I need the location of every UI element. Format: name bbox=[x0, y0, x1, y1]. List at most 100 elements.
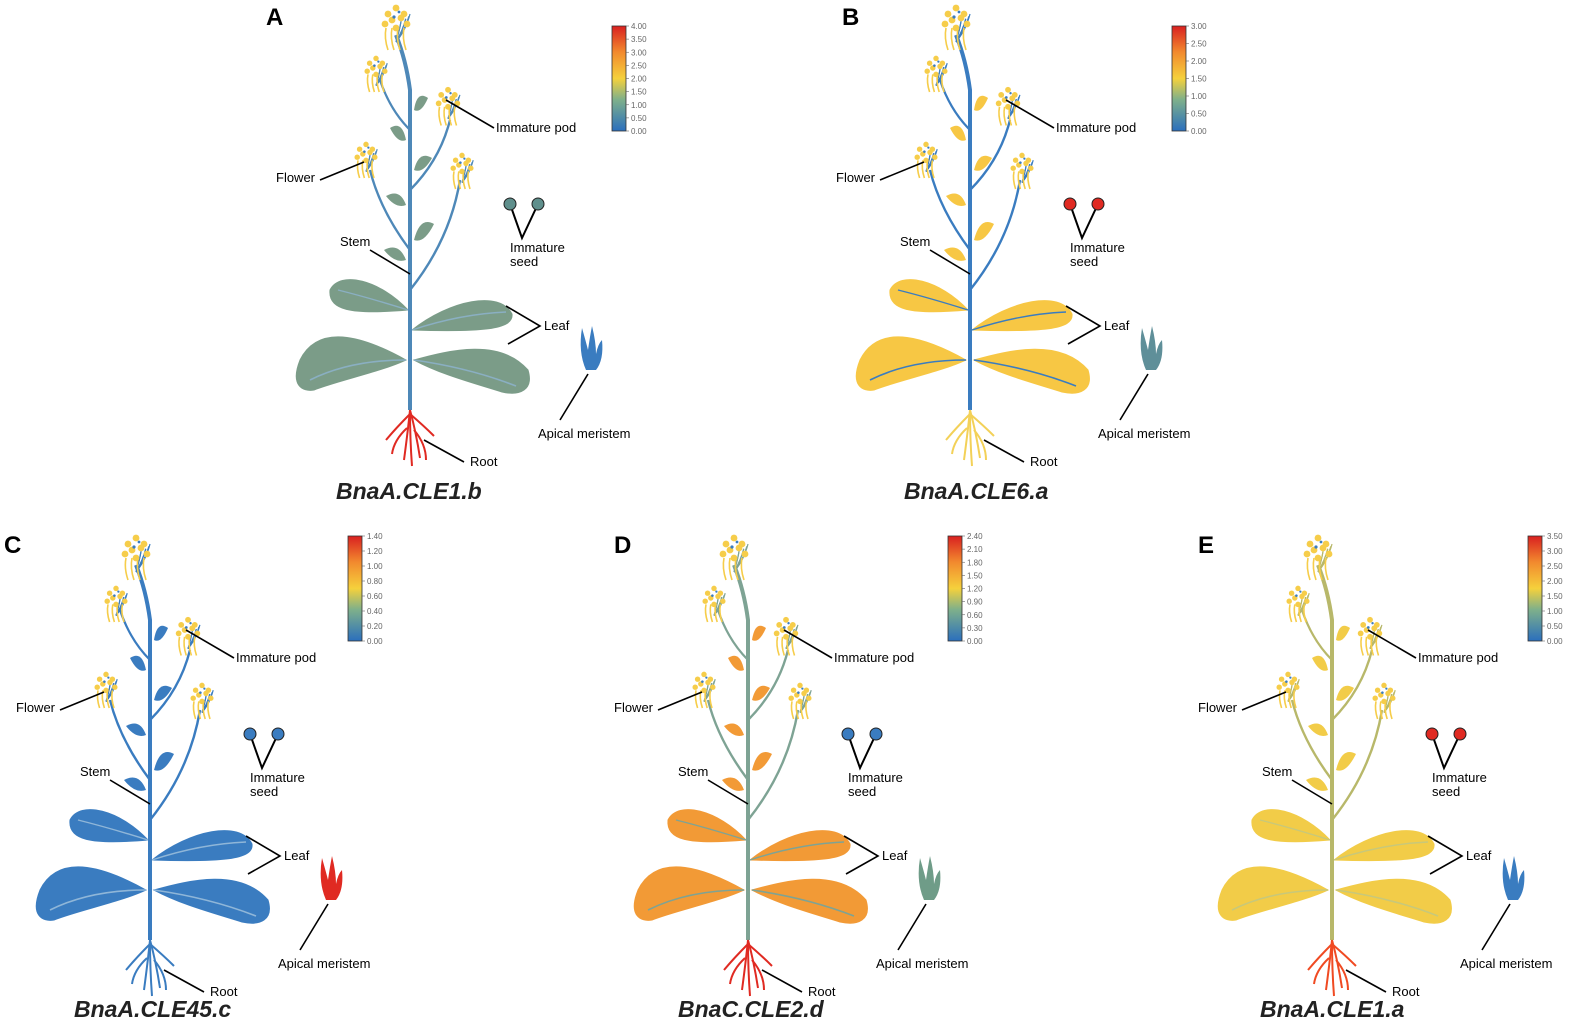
flower-petal bbox=[1376, 630, 1383, 637]
flower-cluster bbox=[1286, 585, 1310, 623]
callout-line bbox=[983, 439, 1025, 463]
flower-petal bbox=[124, 540, 132, 548]
color-scale: 3.002.502.001.501.000.500.00 bbox=[1171, 22, 1207, 136]
leaf-vein bbox=[869, 359, 967, 381]
pod bbox=[926, 74, 931, 93]
mid-leaf-right bbox=[748, 830, 851, 862]
stem-label: Stem bbox=[900, 234, 930, 249]
branch bbox=[409, 179, 462, 291]
root-branch bbox=[951, 427, 968, 455]
immature-seed-label: Immature bbox=[848, 770, 903, 785]
flower-petal bbox=[720, 598, 726, 604]
scale-tick-label: 0.50 bbox=[1547, 622, 1563, 631]
pod bbox=[962, 27, 967, 51]
pod bbox=[1293, 604, 1298, 623]
pod bbox=[381, 74, 385, 93]
flower-petal bbox=[701, 671, 707, 678]
flower-petal bbox=[363, 141, 369, 148]
flower-petal bbox=[710, 684, 716, 690]
flower-bud bbox=[1285, 680, 1288, 683]
flower-petal bbox=[354, 154, 360, 160]
flower-petal bbox=[715, 593, 721, 600]
root-branch bbox=[969, 413, 995, 437]
flower-petal bbox=[722, 540, 730, 548]
flower-petal bbox=[783, 616, 789, 623]
root-branch bbox=[747, 943, 773, 967]
flower-bud bbox=[459, 161, 462, 164]
flower-petal bbox=[927, 149, 933, 156]
flower-petal bbox=[175, 630, 182, 637]
branch bbox=[149, 709, 202, 821]
flower-petal bbox=[364, 68, 370, 74]
root-branch bbox=[149, 939, 153, 997]
pod bbox=[1379, 701, 1384, 720]
stem-leaf bbox=[414, 95, 428, 111]
leaf-vein bbox=[647, 889, 745, 911]
pedicel bbox=[365, 154, 371, 172]
flower-cluster bbox=[914, 141, 938, 179]
pod bbox=[1293, 690, 1297, 709]
pod bbox=[111, 690, 115, 709]
flower-cluster bbox=[1276, 671, 1300, 709]
flower-petal bbox=[1288, 590, 1295, 596]
pod bbox=[1022, 171, 1026, 190]
pod bbox=[1374, 701, 1379, 720]
flower-bud bbox=[1009, 92, 1012, 95]
flower-petal bbox=[1367, 616, 1373, 623]
leaf-vein bbox=[973, 359, 1077, 387]
stem-label: Stem bbox=[1262, 764, 1292, 779]
immature-pod-label: Immature pod bbox=[1056, 120, 1136, 135]
flower-cluster bbox=[1303, 534, 1333, 581]
flower-petal bbox=[916, 146, 923, 152]
scale-tick-label: 2.00 bbox=[1191, 57, 1207, 66]
stem-leaf bbox=[974, 95, 988, 111]
pod bbox=[356, 160, 361, 179]
pod bbox=[1365, 636, 1370, 656]
gene-title: BnaA.CLE1.b bbox=[336, 478, 482, 504]
flower-cluster bbox=[1372, 682, 1396, 720]
root-label: Root bbox=[470, 454, 498, 469]
mid-leaf-right bbox=[1332, 830, 1435, 862]
branch bbox=[378, 79, 411, 131]
callout-line bbox=[761, 969, 803, 993]
scale-tick-label: 2.00 bbox=[631, 75, 647, 84]
scale-tick-label: 3.00 bbox=[1547, 547, 1563, 556]
flower-cluster bbox=[1357, 616, 1383, 656]
flower-petal bbox=[933, 55, 939, 62]
flower-petal bbox=[392, 4, 400, 12]
stem-leaf bbox=[154, 752, 174, 771]
color-scale-bar bbox=[1171, 25, 1187, 132]
panel-letter: B bbox=[842, 4, 860, 31]
callout-line bbox=[299, 903, 329, 951]
pedicel bbox=[799, 695, 805, 713]
pod bbox=[998, 106, 1002, 126]
callout-line bbox=[1345, 969, 1387, 993]
leaf-label: Leaf bbox=[284, 848, 310, 863]
root bbox=[1307, 939, 1357, 997]
flower-cluster bbox=[924, 55, 948, 93]
scale-tick-label: 1.80 bbox=[967, 558, 983, 567]
flower-petal bbox=[735, 544, 743, 552]
pod bbox=[1303, 604, 1307, 623]
pedicel bbox=[713, 598, 719, 616]
pedicel bbox=[1369, 630, 1375, 649]
flower-petal bbox=[942, 68, 948, 74]
flower-petal bbox=[117, 593, 123, 600]
root-label: Root bbox=[808, 984, 836, 999]
flower-bud bbox=[1004, 96, 1008, 99]
flower-petal bbox=[1385, 690, 1391, 697]
flower-cluster bbox=[995, 86, 1021, 126]
callout-line bbox=[59, 691, 105, 711]
immature-seed-icon bbox=[1425, 727, 1439, 741]
seed-connector bbox=[249, 733, 279, 771]
scale-tick-label: 2.10 bbox=[967, 545, 983, 554]
pedicel bbox=[1297, 598, 1303, 616]
flower-petal bbox=[952, 4, 960, 12]
scale-tick-label: 2.00 bbox=[1547, 577, 1563, 586]
callout-line bbox=[423, 439, 465, 463]
pod bbox=[121, 604, 125, 623]
